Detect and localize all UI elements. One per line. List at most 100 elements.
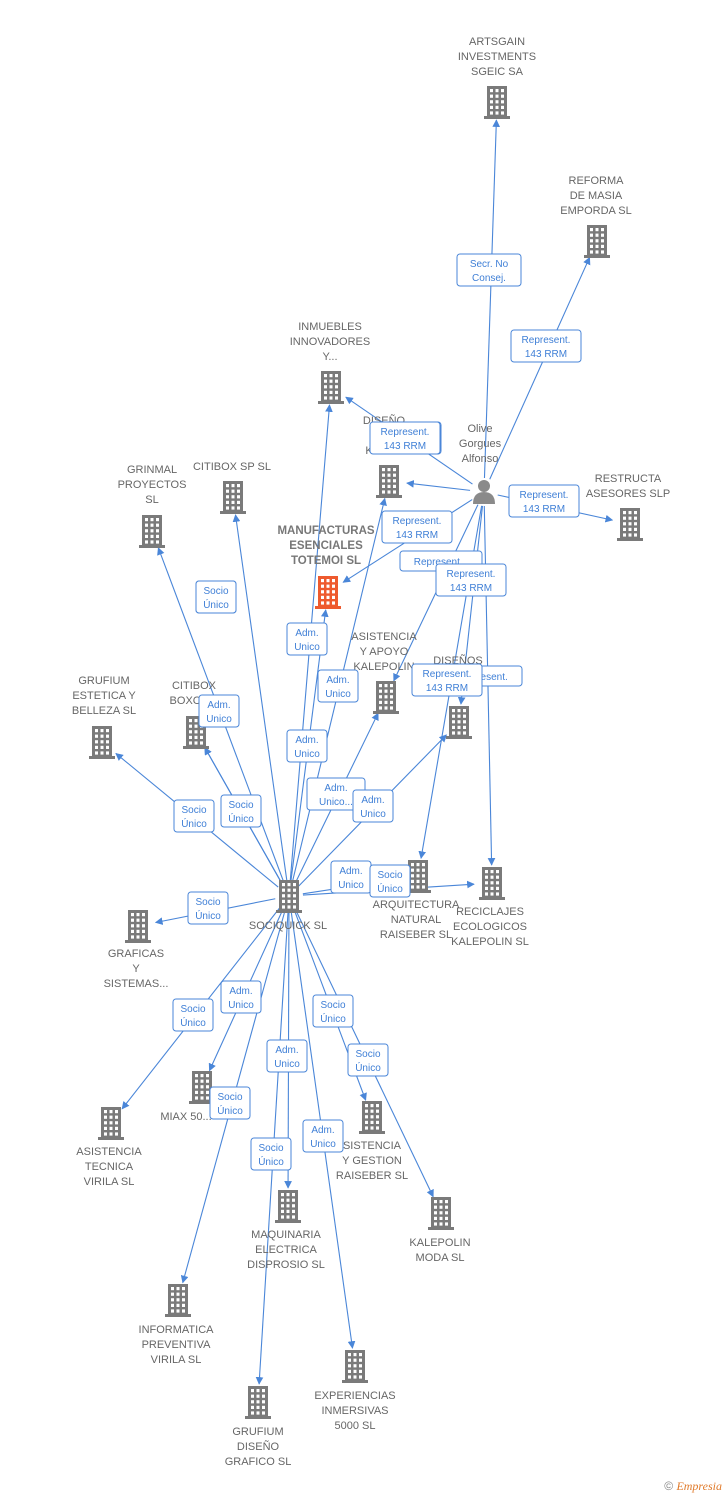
edge-label-line: Consej.: [472, 273, 506, 284]
node-label-line: INMERSIVAS: [321, 1405, 388, 1417]
node-label-line: EMPORDA SL: [560, 205, 632, 217]
node-graficas[interactable]: GRAFICASYSISTEMAS...: [104, 910, 169, 990]
building-icon: [617, 508, 643, 541]
edge-label-line: 143 RRM: [525, 349, 567, 360]
node-label-line: Y: [132, 963, 140, 975]
node-label-line: DE MASIA: [570, 190, 623, 202]
edge-label: Adm.Unico: [352, 789, 394, 823]
edge-label-line: Unico: [228, 1000, 254, 1011]
edge-label-line: Adm.: [229, 986, 252, 997]
node-label-line: INVESTMENTS: [458, 51, 536, 63]
node-inmuebles[interactable]: INMUEBLESINNOVADORESY...: [290, 321, 370, 404]
node-label-line: KALEPOLIN: [409, 1237, 470, 1249]
node-label-line: RESTRUCTA: [595, 473, 662, 485]
node-label-line: TECNICA: [85, 1161, 134, 1173]
node-citibox_sp[interactable]: CITIBOX SP SL: [193, 461, 271, 514]
node-label-line: RAISEBER SL: [380, 929, 452, 941]
node-label-line: Y GESTION: [342, 1155, 402, 1167]
node-label-line: GRAFICO SL: [225, 1456, 292, 1468]
edge-label: Represent. 143 RRM: [411, 663, 483, 697]
edge-label-line: Socio: [217, 1092, 242, 1103]
edge-labels-layer: Secr. No Consej. Represent. 143 RRM Represen…: [172, 253, 582, 1171]
node-miax[interactable]: MIAX 50...: [160, 1071, 215, 1123]
edge-label: Adm.Unico: [286, 622, 328, 656]
node-label-line: SL: [145, 494, 158, 506]
edge-label-line: Represent.: [520, 490, 569, 501]
edge-label-line: Socio: [195, 897, 220, 908]
edge-label-line: Socio: [355, 1049, 380, 1060]
node-label-line: KALEPOLIN: [353, 661, 414, 673]
edge-label: Represent.143 RRM: [381, 510, 453, 544]
node-label-line: KALEPOLIN SL: [451, 936, 529, 948]
edge-label: Adm.Unico: [266, 1039, 308, 1073]
edge-label-line: Represent.: [381, 427, 430, 438]
node-label-line: INFORMATICA: [139, 1324, 215, 1336]
edge-label-line: Adm.: [311, 1125, 334, 1136]
edge-olive-to-reforma: [489, 256, 591, 480]
node-label-line: PROYECTOS: [118, 479, 187, 491]
node-label-line: INNOVADORES: [290, 336, 370, 348]
edge-label-line: Único: [258, 1155, 284, 1168]
building-icon: [165, 1284, 191, 1317]
edge-label-line: 143 RRM: [523, 504, 565, 515]
node-sociquick[interactable]: SOCIQUICK SL: [249, 880, 327, 932]
node-label-line: GRUFIUM: [232, 1426, 283, 1438]
edge-label: Adm.Unico: [198, 694, 240, 728]
edge-label-line: Secr. No: [470, 259, 509, 270]
edge-label-line: Represent.: [447, 569, 496, 580]
edge-label-line: Adm.: [361, 795, 384, 806]
edge-label: Represent.143 RRM: [369, 421, 441, 455]
node-label-line: DISPROSIO SL: [247, 1259, 325, 1271]
edge-label-line: Socio: [228, 800, 253, 811]
edge-label-line: Único: [180, 1016, 206, 1029]
node-label-line: PREVENTIVA: [142, 1339, 212, 1351]
node-label-line: SGEIC SA: [471, 66, 524, 78]
building-icon: [373, 681, 399, 714]
building-icon: [479, 867, 505, 900]
edges-layer: [115, 119, 614, 1385]
edge-label-line: Adm.: [275, 1045, 298, 1056]
building-icon: [189, 1071, 215, 1104]
node-label-line: SISTEMAS...: [104, 978, 169, 990]
edge-label-line: Socio: [258, 1143, 283, 1154]
building-icon: [89, 726, 115, 759]
node-label-line: Olive: [467, 423, 492, 435]
node-label-line: ASISTENCIA: [76, 1146, 142, 1158]
edge-label: Adm.Unico: [317, 669, 359, 703]
edge-label-line: Unico...: [319, 797, 353, 808]
node-label-line: ESTETICA Y: [72, 690, 136, 702]
brand-name: Empresia: [676, 1479, 722, 1493]
node-label-line: RAISEBER SL: [336, 1170, 408, 1182]
edge-label-line: 143 RRM: [396, 530, 438, 541]
person-icon: [473, 480, 495, 504]
node-label-line: CITIBOX SP SL: [193, 461, 271, 473]
edge-label-line: Socio: [203, 586, 228, 597]
edge-label-line: 143 RRM: [426, 683, 468, 694]
edge-label-line: Unico: [310, 1139, 336, 1150]
edge-label-line: Único: [355, 1061, 381, 1074]
building-icon: [245, 1386, 271, 1419]
edge-label-line: Represent.: [423, 669, 472, 680]
